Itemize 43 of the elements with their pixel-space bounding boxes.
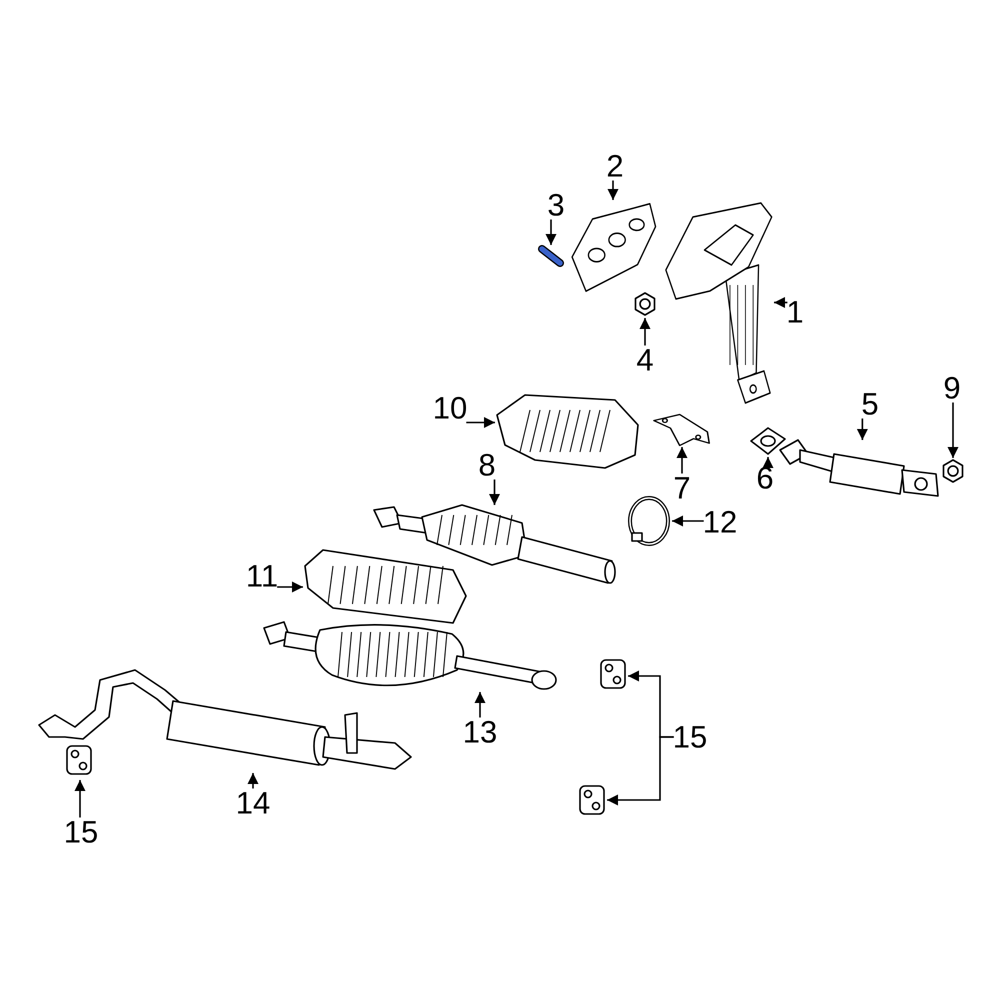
leader-line: [488, 480, 500, 505]
callout-number: 3: [547, 190, 565, 220]
callout-number: 15: [672, 722, 708, 752]
leader-line: [545, 220, 557, 245]
heat-shield-drawing: [303, 548, 468, 626]
leader-line: [607, 736, 674, 806]
callout-number: 10: [432, 392, 468, 424]
leader-line: [466, 416, 495, 428]
callout-number: 8: [478, 450, 496, 480]
clamp: [626, 495, 672, 547]
callout-number: 9: [943, 372, 961, 404]
leader-line: [639, 318, 651, 346]
leader-line: [676, 447, 688, 474]
callout-number: 5: [861, 388, 879, 420]
hanger: [598, 658, 628, 690]
callout-number: 13: [462, 716, 498, 748]
leader-line: [672, 515, 704, 527]
nut: [632, 290, 658, 318]
bracket: [652, 413, 712, 447]
leader-line: [277, 581, 303, 593]
callout-number: 7: [673, 472, 691, 504]
callout-number: 6: [756, 462, 774, 494]
leader-line: [474, 692, 486, 718]
front-pipe-drawing: [778, 440, 940, 498]
gasket: [748, 425, 788, 457]
callout-number: 12: [702, 506, 738, 538]
callout-number: 4: [636, 344, 654, 376]
callout-number: 14: [236, 788, 270, 818]
catalytic-converter-drawing: [372, 505, 617, 587]
leader-line: [762, 457, 774, 468]
stud: [538, 245, 564, 267]
callout-number: 15: [64, 816, 98, 848]
callout-number: 11: [246, 560, 278, 592]
nut: [940, 458, 966, 484]
leader-line: [947, 402, 959, 458]
leader-line: [607, 180, 619, 200]
hanger: [577, 784, 607, 818]
leader-line: [247, 773, 259, 788]
callout-number: 2: [606, 150, 624, 182]
callout-number: 1: [786, 296, 804, 328]
leader-line: [774, 296, 788, 308]
leader-line: [74, 780, 86, 818]
leader-line: [856, 418, 868, 440]
